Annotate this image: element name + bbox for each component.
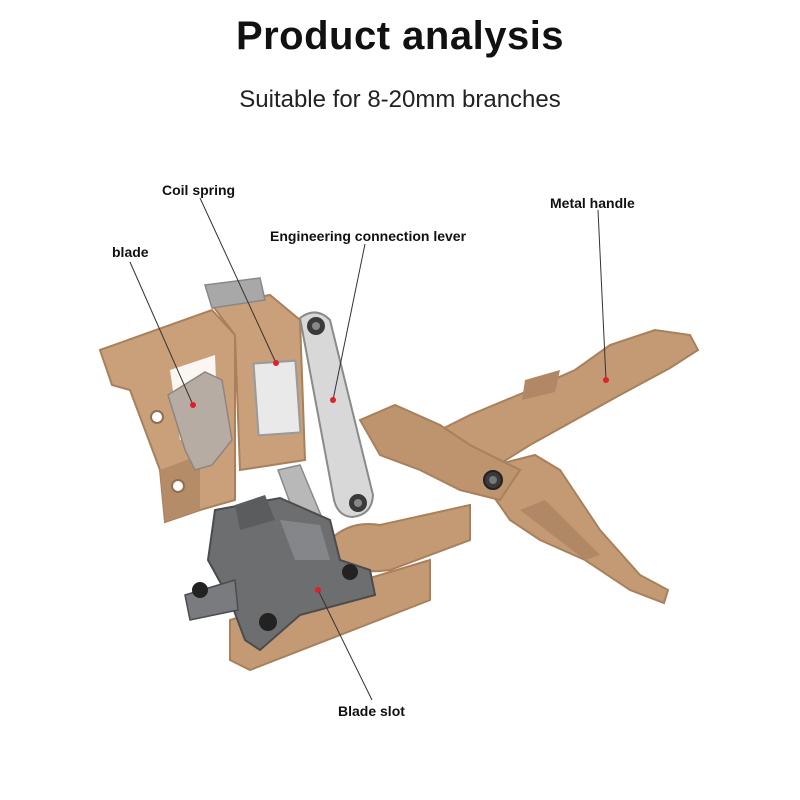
- leader-metal-handle: [597, 209, 607, 381]
- blade-shape: [167, 371, 233, 471]
- marker-blade: [190, 402, 196, 408]
- leader-blade-slot: [317, 589, 373, 701]
- label-blade: blade: [112, 244, 149, 260]
- marker-engineering-connection-lever: [330, 397, 336, 403]
- base-bolt-front: [259, 613, 277, 631]
- page-subtitle: Suitable for 8-20mm branches: [239, 86, 561, 113]
- lever-arm: [358, 403, 522, 502]
- leader-lines: [129, 197, 607, 701]
- label-metal-handle: Metal handle: [550, 195, 635, 211]
- base-bolt-left: [192, 582, 208, 598]
- connection-lever: [298, 311, 375, 519]
- frame-hole-top: [150, 410, 164, 424]
- marker-coil-spring: [273, 360, 279, 366]
- leader-engineering-connection-lever: [332, 243, 366, 401]
- marker-blade-slot: [315, 587, 321, 593]
- callout-markers: [190, 360, 609, 593]
- marker-metal-handle: [603, 377, 609, 383]
- leader-coil-spring: [199, 197, 277, 364]
- label-coil-spring: Coil spring: [162, 182, 236, 198]
- coil-spring-window: [252, 359, 302, 437]
- page-title: Product analysis: [235, 14, 565, 58]
- label-engineering-connection-lever: Engineering connection lever: [270, 228, 467, 244]
- label-blade-slot: Blade slot: [338, 703, 405, 719]
- leader-blade: [129, 261, 194, 406]
- base-bolt-right: [342, 564, 358, 580]
- frame-hole-bottom: [171, 479, 185, 493]
